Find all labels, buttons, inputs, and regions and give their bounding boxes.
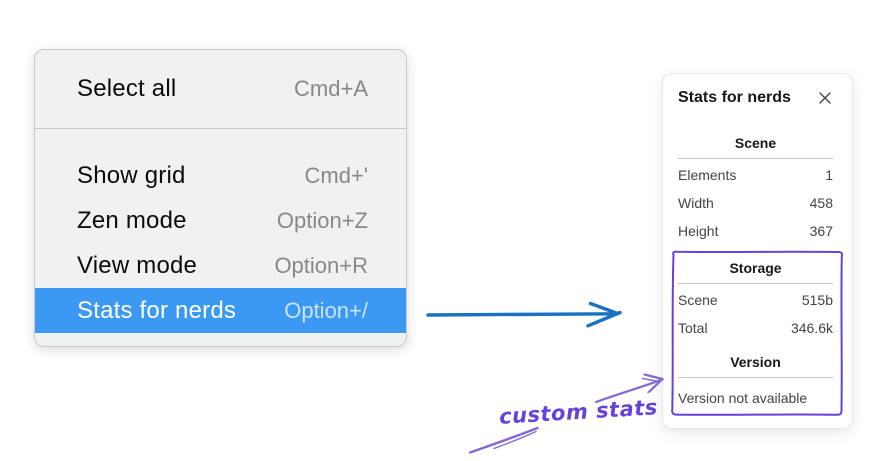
stat-row-width: Width 458: [678, 189, 833, 217]
menu-item-show-grid[interactable]: Show grid Cmd+': [35, 153, 406, 198]
menu-item-view-mode[interactable]: View mode Option+R: [35, 243, 406, 288]
stat-value: 367: [809, 223, 833, 239]
section-header-version: Version: [730, 354, 781, 370]
stat-row-scene-storage: Scene 515b: [678, 286, 833, 314]
menu-item-shortcut: Cmd+': [304, 162, 369, 188]
stat-value: 1: [825, 167, 833, 183]
stat-value: 346.6k: [790, 320, 833, 336]
stat-row-total-storage: Total 346.6k: [678, 314, 833, 342]
menu-item-shortcut: Cmd+A: [294, 76, 368, 101]
section-divider: [678, 158, 833, 159]
menu-item-label: View mode: [77, 251, 198, 279]
section-divider: [678, 283, 833, 284]
stat-label: Elements: [678, 167, 737, 183]
section-header-storage: Storage: [729, 260, 782, 276]
stat-label: Scene: [678, 292, 718, 308]
panel-header: Stats for nerds: [678, 86, 833, 109]
custom-stats-annotation: custom stats: [498, 395, 659, 429]
menu-item-zen-mode[interactable]: Zen mode Option+Z: [35, 198, 406, 243]
menu-item-label: Stats for nerds: [77, 296, 237, 324]
blue-arrow: [426, 301, 622, 328]
section-header-scene: Scene: [734, 135, 777, 151]
menu-item-label: Show grid: [77, 161, 186, 189]
menu-item-shortcut: Option+/: [284, 297, 368, 323]
version-note: Version not available: [678, 390, 808, 406]
stat-row-elements: Elements 1: [678, 161, 833, 189]
menu-item-shortcut: Option+Z: [276, 207, 368, 233]
menu-section-top: Select all Cmd+A: [35, 50, 406, 128]
menu-divider: [35, 128, 406, 129]
stat-value: 515b: [801, 292, 833, 308]
stat-label: Width: [678, 195, 714, 211]
stats-for-nerds-panel: Stats for nerds Scene Elements 1 Width 4…: [662, 73, 853, 429]
stat-label: Height: [678, 223, 719, 239]
menu-item-label: Select all: [77, 75, 177, 102]
context-menu: Select all Cmd+A Show grid Cmd+' Zen mod…: [34, 49, 407, 347]
menu-item-shortcut: Option+R: [274, 252, 368, 278]
menu-item-label: Zen mode: [77, 206, 187, 234]
menu-item-stats-for-nerds[interactable]: Stats for nerds Option+/: [35, 288, 406, 333]
panel-title: Stats for nerds: [678, 88, 791, 106]
section-divider: [678, 377, 833, 378]
custom-stats-arrow-tail: [468, 426, 539, 454]
close-button[interactable]: [817, 90, 833, 106]
menu-section-bottom: Show grid Cmd+' Zen mode Option+Z View m…: [35, 129, 406, 346]
stat-label: Total: [678, 320, 708, 336]
stat-value: 458: [809, 195, 833, 211]
menu-item-select-all[interactable]: Select all Cmd+A: [35, 50, 406, 128]
stat-row-height: Height 367: [678, 217, 833, 245]
close-icon: [819, 91, 831, 104]
